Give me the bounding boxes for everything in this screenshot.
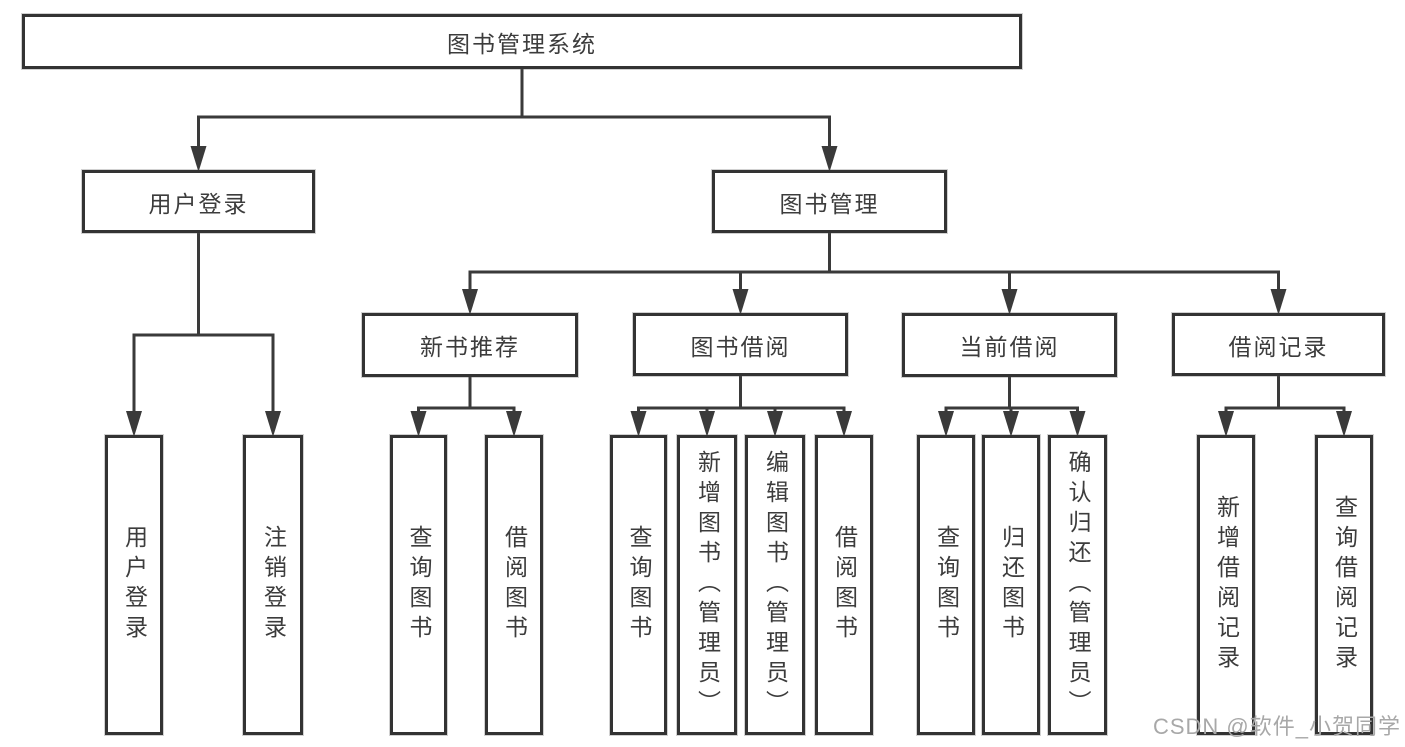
arrowhead-icon (630, 411, 647, 437)
node-logout: 注销登录 (243, 435, 303, 735)
arrowhead-icon (1270, 289, 1287, 315)
arrowhead-icon (1001, 289, 1018, 315)
node-borrow-books-borrowing: 借阅图书 (815, 435, 873, 735)
arrowhead-icon (732, 289, 749, 315)
node-label-borrowing-records: 借阅记录 (1228, 333, 1329, 360)
node-book-management: 图书管理 (712, 170, 947, 233)
node-borrowing-records: 借阅记录 (1172, 313, 1385, 376)
node-label-book-borrowing: 图书借阅 (690, 333, 791, 360)
arrowhead-icon (126, 411, 142, 437)
node-label-book-management: 图书管理 (779, 190, 880, 217)
node-edit-books-admin: 编辑图书（管理员） (745, 435, 805, 735)
node-label-current-borrowing: 当前借阅 (959, 334, 1060, 360)
node-query-books-current: 查询图书 (917, 435, 975, 735)
node-borrow-books-recommend: 借阅图书 (485, 435, 543, 735)
arrowhead-icon (462, 289, 478, 315)
node-book-borrowing: 图书借阅 (633, 313, 848, 376)
node-new-book-recommend: 新书推荐 (362, 313, 578, 377)
node-current-borrowing: 当前借阅 (902, 313, 1117, 377)
arrowhead-icon (506, 411, 522, 437)
arrowhead-icon (265, 411, 281, 437)
node-label-logout: 注销登录 (260, 525, 287, 645)
node-label-user-login: 用户登录 (121, 525, 148, 645)
arrowhead-icon (1218, 411, 1234, 437)
watermark: CSDN @软件_小贺同学 (1152, 714, 1401, 739)
arrowhead-icon (699, 411, 715, 437)
node-label-query-borrowing-record: 查询借阅记录 (1331, 495, 1358, 675)
arrowhead-icon (410, 411, 427, 437)
arrowhead-icon (938, 411, 954, 437)
arrowhead-icon (190, 146, 207, 172)
node-label-add-borrowing-record: 新增借阅记录 (1213, 495, 1240, 675)
node-query-books-borrowing: 查询图书 (610, 435, 667, 735)
node-label-query-books-borrowing: 查询图书 (626, 525, 652, 645)
node-label-login-module: 用户登录 (148, 190, 249, 217)
node-label-confirm-return-admin: 确认归还（管理员） (1065, 450, 1091, 720)
node-confirm-return-admin: 确认归还（管理员） (1048, 435, 1107, 735)
arrowhead-icon (821, 146, 838, 172)
node-user-login: 用户登录 (105, 435, 163, 735)
arrowhead-icon (1069, 411, 1086, 437)
node-label-borrow-books-borrowing: 借阅图书 (831, 525, 858, 645)
node-label-query-books-current: 查询图书 (933, 525, 960, 645)
node-query-books-recommend: 查询图书 (390, 435, 447, 735)
arrowhead-icon (836, 411, 852, 437)
node-add-books-admin: 新增图书（管理员） (677, 435, 737, 735)
arrowhead-icon (1003, 411, 1019, 437)
node-label-new-book-recommend: 新书推荐 (420, 334, 520, 360)
node-label-query-books-recommend: 查询图书 (406, 525, 432, 645)
node-login-module: 用户登录 (82, 170, 315, 233)
arrowhead-icon (767, 411, 783, 437)
node-add-borrowing-record: 新增借阅记录 (1197, 435, 1255, 735)
node-query-borrowing-record: 查询借阅记录 (1315, 435, 1373, 735)
node-label-root: 图书管理系统 (447, 30, 597, 57)
node-label-return-books: 归还图书 (998, 525, 1025, 645)
node-label-edit-books-admin: 编辑图书（管理员） (762, 450, 789, 720)
node-label-borrow-books-recommend: 借阅图书 (501, 525, 528, 645)
node-return-books: 归还图书 (982, 435, 1040, 735)
arrowhead-icon (1336, 411, 1352, 437)
node-label-add-books-admin: 新增图书（管理员） (694, 450, 721, 720)
node-root: 图书管理系统 (22, 14, 1022, 69)
